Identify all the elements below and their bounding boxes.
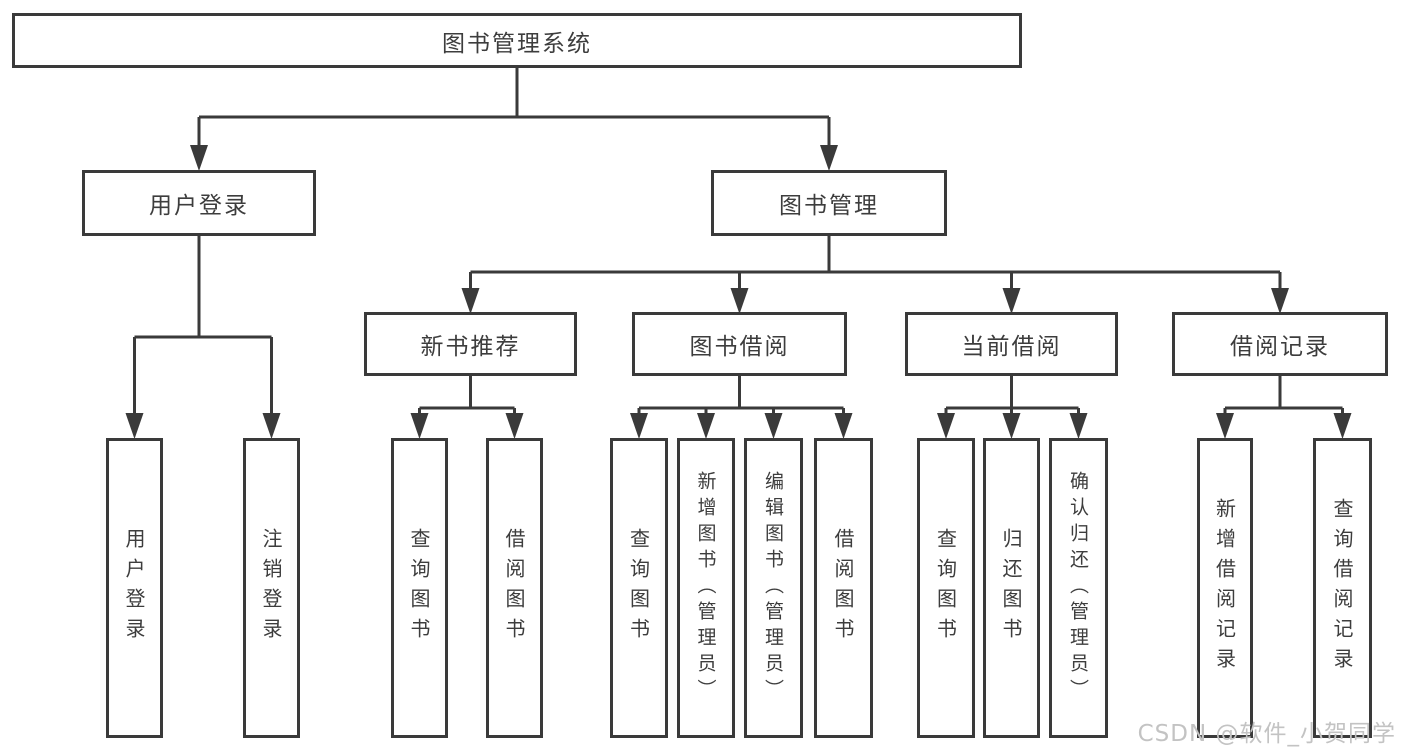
connector-new-book-recommend-to-leaves <box>418 376 516 414</box>
connector-root-to-level2 <box>197 68 831 146</box>
leaf-query-books-1: 查询图书 <box>391 438 448 738</box>
arrow-down-icon <box>630 413 648 439</box>
leaf-label: 借阅图书 <box>502 528 526 648</box>
leaf-confirm-return-admin: 确认归还（管理员） <box>1049 438 1108 738</box>
leaf-add-borrow-record: 新增借阅记录 <box>1197 438 1253 738</box>
leaf-label: 查询图书 <box>933 528 958 648</box>
arrow-down-icon <box>125 413 144 439</box>
node-user-login: 用户登录 <box>82 170 316 236</box>
node-book-borrow: 图书借阅 <box>632 312 847 376</box>
leaf-label: 借阅图书 <box>831 528 855 648</box>
leaf-logout: 注销登录 <box>243 438 300 738</box>
arrow-down-icon <box>1002 288 1021 314</box>
arrow-down-icon <box>730 288 749 314</box>
connector-user-login-to-leaves <box>133 236 273 414</box>
leaf-label: 查询图书 <box>407 528 431 648</box>
arrow-down-icon <box>697 413 715 439</box>
leaf-label: 新增图书（管理员） <box>694 471 717 705</box>
arrow-down-icon <box>1069 413 1088 439</box>
leaf-add-books-admin: 新增图书（管理员） <box>677 438 735 738</box>
arrow-down-icon <box>1002 413 1021 439</box>
arrow-down-icon <box>190 145 208 171</box>
leaf-label: 确认归还（管理员） <box>1067 471 1089 705</box>
leaf-label: 用户登录 <box>122 528 146 648</box>
node-borrow-records: 借阅记录 <box>1172 312 1388 376</box>
leaf-borrow-books-2: 借阅图书 <box>814 438 873 738</box>
arrow-down-icon <box>1216 413 1234 439</box>
node-root: 图书管理系统 <box>12 13 1022 68</box>
leaf-borrow-books-1: 借阅图书 <box>486 438 543 738</box>
leaf-label: 归还图书 <box>999 528 1023 648</box>
leaf-label: 新增借阅记录 <box>1212 498 1237 678</box>
connector-borrow-records-to-leaves <box>1223 376 1344 414</box>
arrow-down-icon <box>262 413 281 439</box>
leaf-query-books-3: 查询图书 <box>917 438 975 738</box>
leaf-edit-books-admin: 编辑图书（管理员） <box>744 438 803 738</box>
arrowheads <box>125 145 1352 439</box>
arrow-down-icon <box>1271 288 1289 314</box>
node-current-borrow: 当前借阅 <box>905 312 1118 376</box>
leaf-user-login: 用户登录 <box>106 438 163 738</box>
leaf-return-books: 归还图书 <box>983 438 1040 738</box>
arrow-down-icon <box>410 413 429 439</box>
leaf-label: 查询图书 <box>626 528 651 648</box>
arrow-down-icon <box>461 288 480 314</box>
arrow-down-icon <box>937 413 955 439</box>
arrow-down-icon <box>505 413 524 439</box>
leaf-query-books-2: 查询图书 <box>610 438 668 738</box>
node-new-book-recommend: 新书推荐 <box>364 312 577 376</box>
leaf-query-borrow-record: 查询借阅记录 <box>1313 438 1372 738</box>
leaf-label: 查询借阅记录 <box>1330 498 1354 678</box>
arrow-down-icon <box>834 413 853 439</box>
leaf-label: 注销登录 <box>259 528 283 648</box>
csdn-watermark: CSDN @软件_小贺同学 <box>1137 721 1396 747</box>
leaf-label: 编辑图书（管理员） <box>762 471 784 705</box>
arrow-down-icon <box>820 145 838 171</box>
arrow-down-icon <box>1333 413 1352 439</box>
connector-book-borrow-to-leaves <box>637 376 845 414</box>
arrow-down-icon <box>764 413 783 439</box>
connector-current-borrow-to-leaves <box>944 376 1080 414</box>
connector-book-management-to-level3 <box>469 236 1282 288</box>
node-book-management: 图书管理 <box>711 170 947 236</box>
